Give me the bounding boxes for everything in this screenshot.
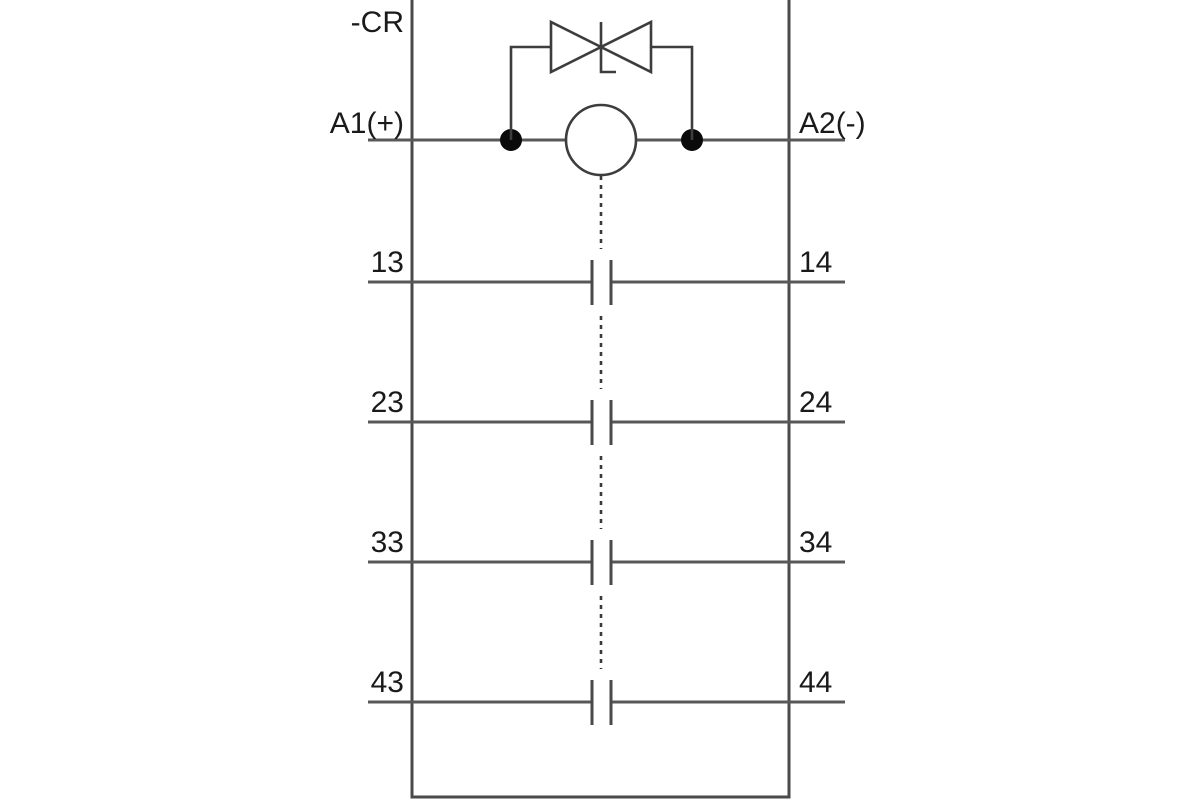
tvs-diode-icon: [549, 19, 653, 75]
contact-label-right-2: 34: [799, 526, 832, 559]
contact-label-left-1: 23: [371, 386, 404, 419]
contact-row-3: 43 44: [368, 666, 845, 725]
terminal-label-a1: A1(+): [330, 107, 404, 140]
contact-row-1: 23 24: [368, 386, 845, 445]
contact-label-right-3: 44: [799, 666, 832, 699]
contact-row-2: 33 34: [368, 526, 845, 585]
normally-open-contact-icon-2: [590, 540, 613, 585]
tvs-cathode-bar: [599, 22, 616, 74]
enclosure-rect: [410, 0, 791, 799]
contact-label-left-3: 43: [371, 666, 404, 699]
contact-label-right-1: 24: [799, 386, 832, 419]
suppressor-branch: [509, 19, 694, 140]
device-enclosure: [410, 0, 791, 799]
normally-open-contact-icon-3: [590, 680, 613, 725]
relay-coil-icon: [564, 103, 638, 177]
contact-label-left-0: 13: [371, 246, 404, 279]
normally-open-contact-icon-1: [590, 400, 613, 445]
tvs-triangle-right: [598, 19, 653, 75]
tvs-triangle-left: [549, 19, 604, 75]
terminal-label-a2: A2(-): [799, 107, 866, 140]
contact-label-left-2: 33: [371, 526, 404, 559]
suppressor-lead-left: [509, 45, 551, 140]
contact-label-right-0: 14: [799, 246, 832, 279]
coil-row: A1(+) A2(-): [330, 103, 866, 177]
contact-row-0: 13 14: [368, 246, 845, 305]
suppressor-lead-right: [651, 45, 694, 140]
device-designation-label: -CR: [351, 6, 404, 39]
normally-open-contact-icon-0: [590, 260, 613, 305]
